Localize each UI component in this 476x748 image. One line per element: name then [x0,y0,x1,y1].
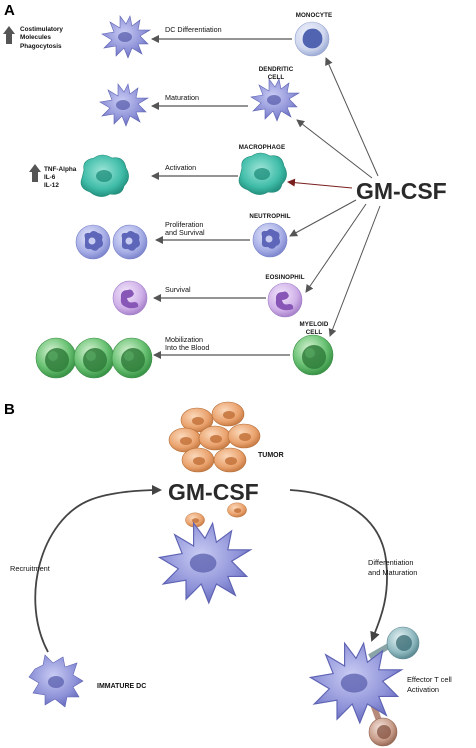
macrophage-effect-2: IL-6 [44,174,56,181]
eosinophil-cell [267,282,303,318]
dc-effect-2: Molecules [20,34,51,41]
action-survival: Survival [165,285,191,294]
panel-b-letter: B [4,401,15,418]
myeloid-cell [292,334,334,376]
myeloid-label-line2: CELL [306,329,323,336]
dendritic-label: DENDRITIC [259,66,294,73]
macrophage-effect-1: TNF-Alpha [44,166,77,173]
arrow-hub-neutrophil [289,199,357,237]
product-myeloid-3 [111,337,153,379]
monocyte-cell [294,21,330,57]
row-arrows [151,35,292,359]
myeloid-label: MYELOID [300,321,329,328]
product-myeloid-1 [35,337,77,379]
action-dc-differentiation: DC Differentiation [165,25,222,34]
arrow-hub-monocyte [325,57,379,177]
product-macrophage-activated [80,154,130,198]
product-neutrophil-2 [112,224,148,260]
action-maturation: Maturation [165,93,199,102]
effector-label-2: Activation [407,685,439,694]
product-dc-matured [99,83,149,127]
neutrophil-label: NEUTROPHIL [249,213,290,220]
action-mobilization: Mobilization [165,335,203,344]
product-eosinophil [112,280,148,316]
central-dc [158,522,252,604]
hub-arrows [287,57,381,337]
macrophage-effect-3: IL-12 [44,182,59,189]
action-mobilization-line2: Into the Blood [165,343,209,352]
recruitment-arc [34,485,162,653]
differentiation-arc [289,489,388,642]
panel-b-gm-csf-label: GM-CSF [168,479,259,505]
dc-effect-3: Phagocytosis [20,43,62,50]
differentiation-label-2: and Maturation [368,568,417,577]
dendritic-cell [250,78,300,122]
product-neutrophil-1 [75,224,111,260]
arrow-hub-eosinophil [305,203,367,293]
product-dc-differentiated [101,15,151,59]
dendritic-label-line2: CELL [268,74,285,81]
panel-a-gm-csf-label: GM-CSF [356,178,447,204]
up-arrow-icon-macrophage [29,164,41,182]
monocyte-label: MONOCYTE [296,12,333,19]
tumor-label: TUMOR [258,452,284,459]
eosinophil-label: EOSINOPHIL [265,274,304,281]
action-proliferation: Proliferation [165,220,203,229]
action-proliferation-line2: and Survival [165,228,205,237]
neutrophil-cell [252,222,288,258]
mature-dc [309,642,403,724]
immature-dc [28,654,84,708]
released-tumor-cells [185,502,247,528]
product-myeloid-2 [73,337,115,379]
immature-dc-label: IMMATURE DC [97,683,146,690]
effector-label-1: Effector T cell [407,675,452,684]
dc-effect-1: Costimulatory [20,26,63,33]
differentiation-label-1: Differentiation [368,558,413,567]
arrow-hub-dendritic [296,119,373,179]
macrophage-cell [238,152,288,196]
action-activation: Activation [165,163,196,172]
panel-a-letter: A [4,2,15,19]
tumor-cluster [168,401,261,473]
arrow-hub-myeloid [328,205,381,337]
macrophage-label: MACROPHAGE [239,144,285,151]
recruitment-label: Recruitment [10,564,50,573]
tcell-bottom [368,703,398,747]
up-arrow-icon-dc [3,26,15,44]
tcell-top [368,626,420,660]
arrow-hub-macrophage [287,178,353,189]
